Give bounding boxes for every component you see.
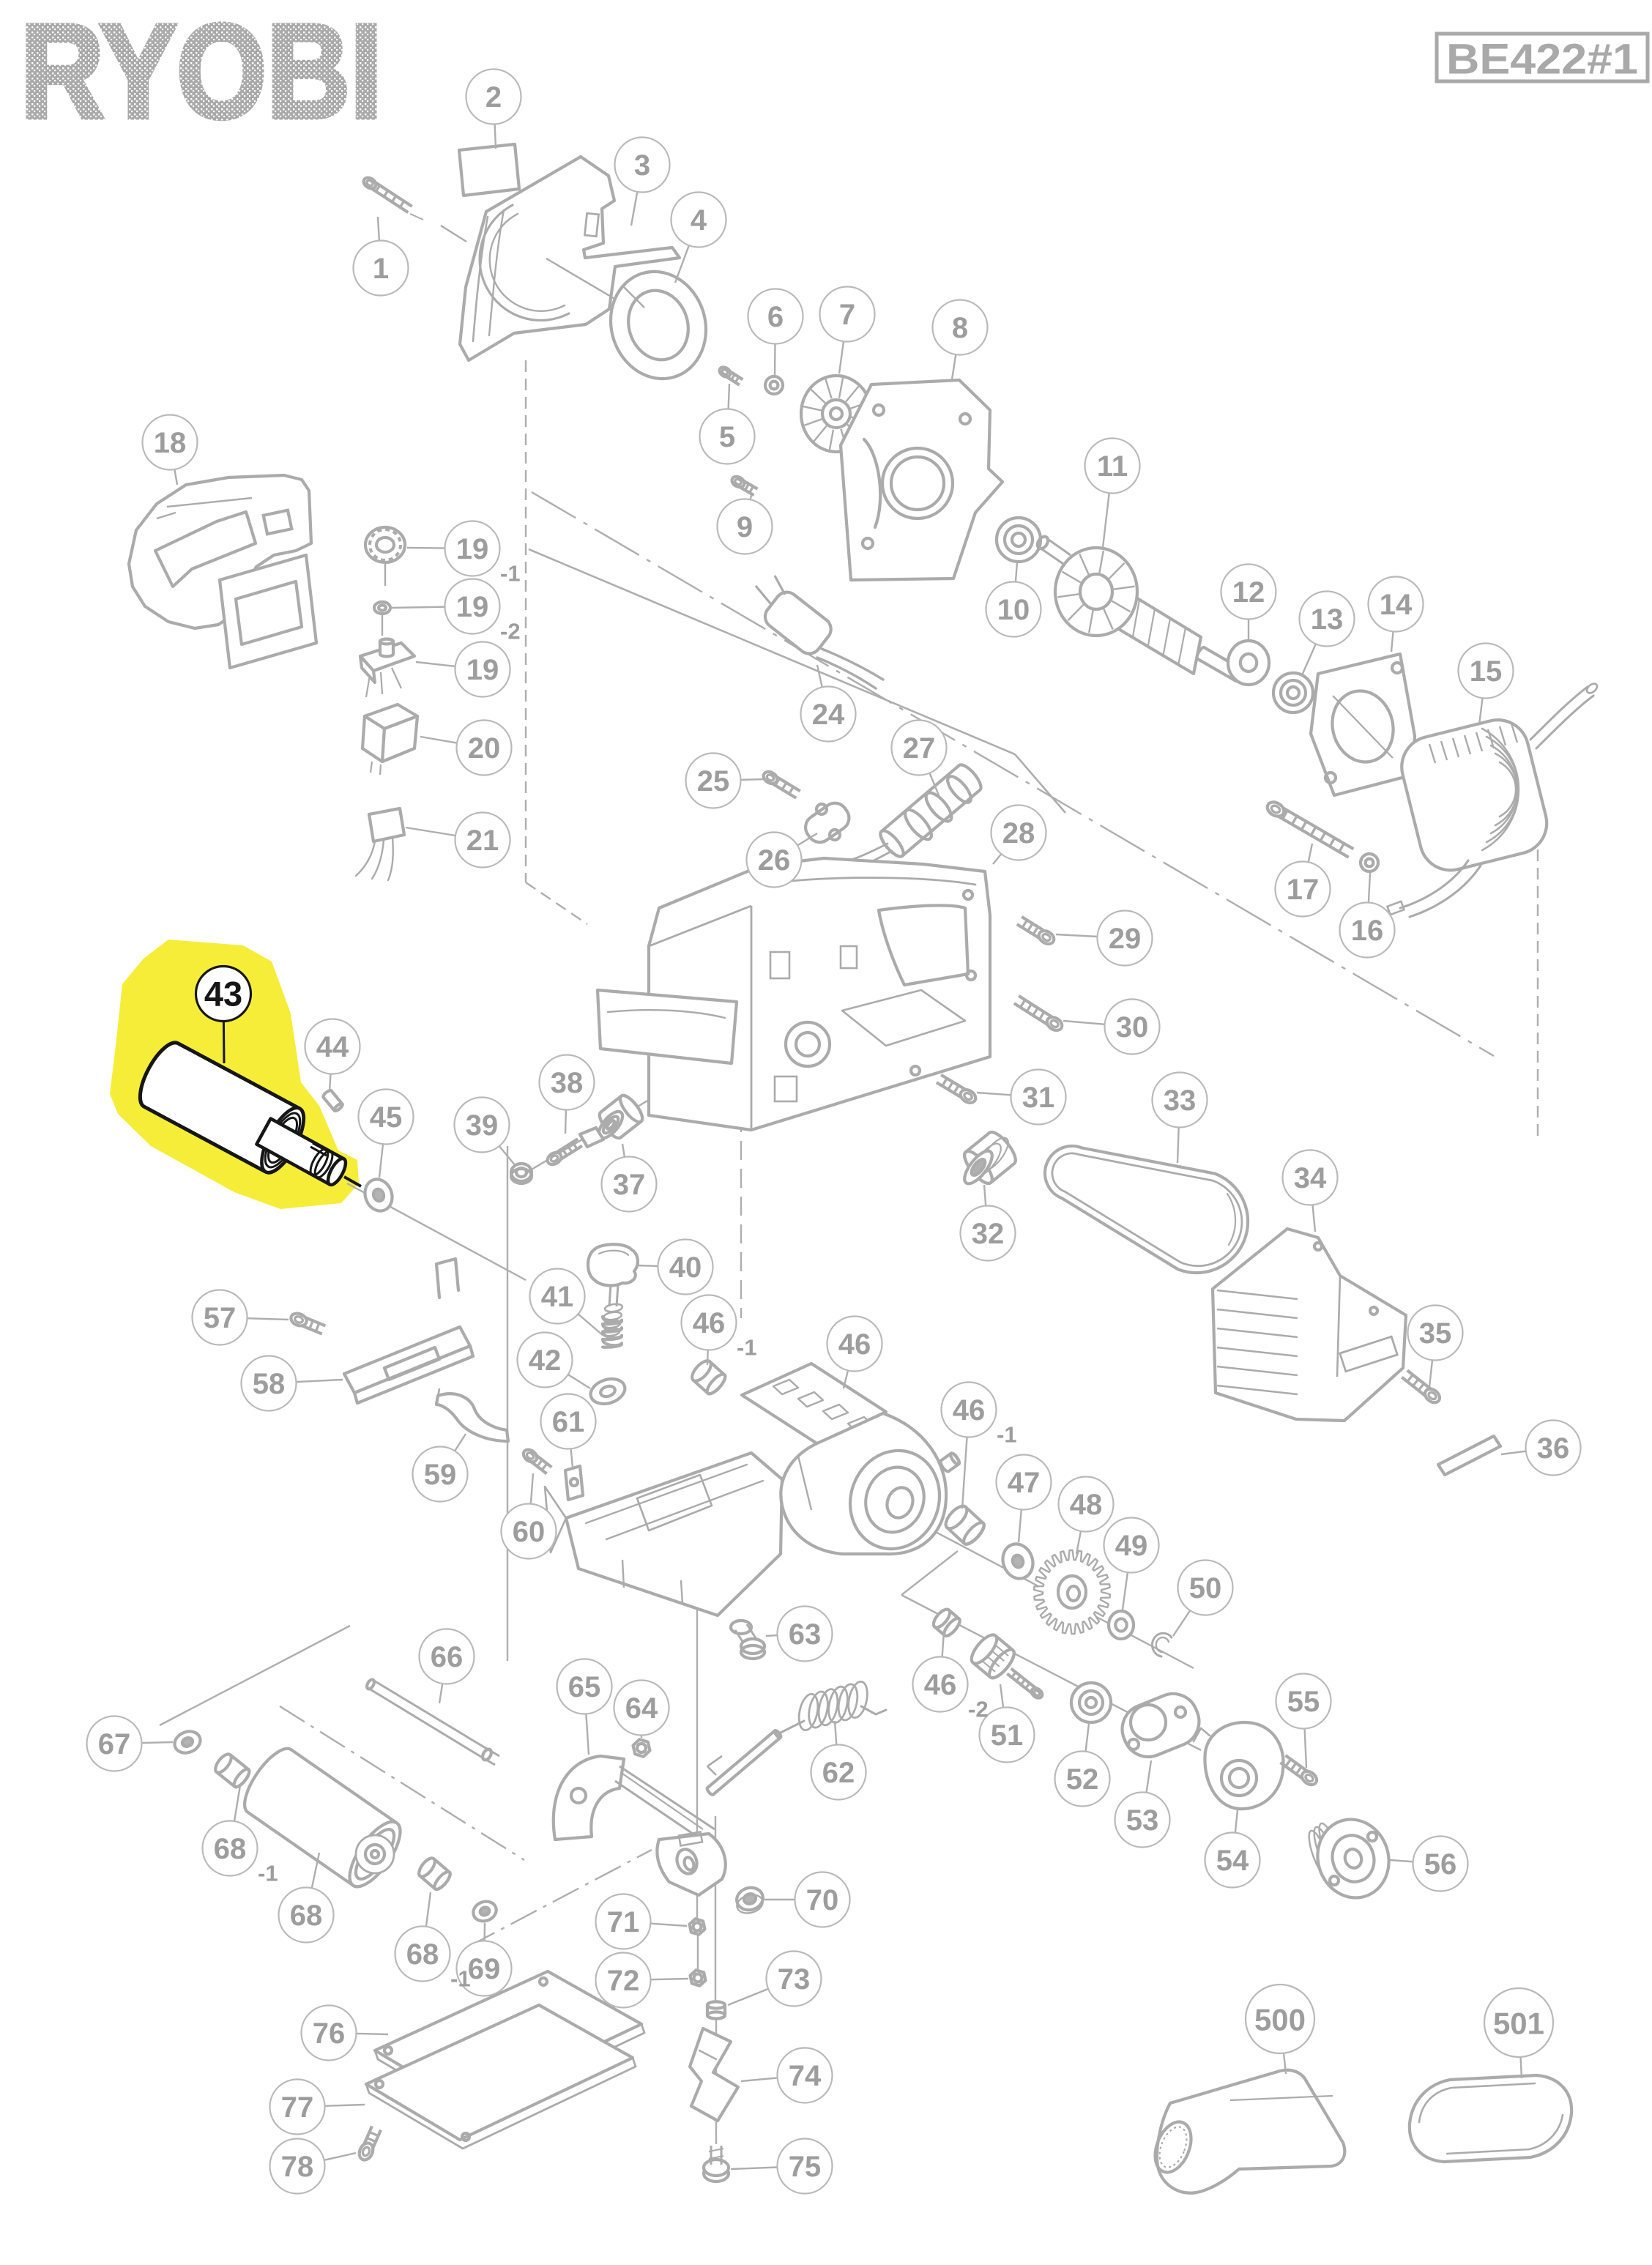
svg-text:3: 3 — [634, 149, 650, 182]
svg-text:41: 41 — [541, 1281, 574, 1313]
svg-text:46: 46 — [924, 1669, 957, 1701]
svg-text:47: 47 — [1008, 1467, 1041, 1499]
svg-text:33: 33 — [1164, 1085, 1197, 1117]
svg-text:13: 13 — [1311, 603, 1344, 636]
svg-text:46: 46 — [838, 1328, 871, 1361]
svg-text:16: 16 — [1351, 915, 1384, 947]
svg-text:45: 45 — [370, 1101, 403, 1134]
svg-text:-1: -1 — [737, 1335, 757, 1361]
svg-text:RYOBI: RYOBI — [21, 0, 382, 146]
svg-text:36: 36 — [1537, 1432, 1570, 1465]
svg-text:34: 34 — [1294, 1162, 1327, 1194]
svg-text:61: 61 — [552, 1406, 585, 1438]
svg-text:50: 50 — [1189, 1572, 1222, 1604]
svg-text:9: 9 — [737, 511, 753, 543]
svg-text:65: 65 — [568, 1671, 601, 1703]
svg-text:52: 52 — [1066, 1763, 1099, 1796]
svg-text:48: 48 — [1070, 1489, 1103, 1521]
svg-text:51: 51 — [991, 1719, 1024, 1752]
svg-text:67: 67 — [98, 1728, 131, 1760]
svg-text:42: 42 — [529, 1345, 562, 1377]
svg-text:12: 12 — [1232, 576, 1265, 609]
svg-text:37: 37 — [613, 1169, 646, 1201]
svg-text:64: 64 — [625, 1692, 658, 1725]
svg-text:11: 11 — [1097, 450, 1128, 483]
svg-text:-1: -1 — [500, 561, 521, 587]
svg-text:43: 43 — [204, 975, 242, 1014]
svg-text:25: 25 — [697, 765, 730, 797]
svg-text:20: 20 — [468, 732, 501, 765]
svg-text:59: 59 — [424, 1459, 457, 1491]
svg-text:14: 14 — [1380, 589, 1413, 621]
svg-text:69: 69 — [468, 1953, 501, 1985]
svg-text:-1: -1 — [997, 1422, 1017, 1448]
svg-text:27: 27 — [903, 732, 936, 765]
svg-text:19: 19 — [456, 533, 489, 565]
svg-text:8: 8 — [952, 312, 968, 344]
svg-text:21: 21 — [466, 825, 499, 857]
svg-text:73: 73 — [778, 1963, 811, 1996]
svg-text:49: 49 — [1115, 1530, 1148, 1562]
svg-text:19: 19 — [466, 654, 499, 686]
svg-text:46: 46 — [693, 1307, 726, 1339]
svg-text:24: 24 — [812, 699, 845, 731]
svg-text:57: 57 — [204, 1302, 237, 1334]
svg-text:-2: -2 — [968, 1697, 989, 1722]
svg-text:30: 30 — [1116, 1011, 1149, 1044]
svg-text:39: 39 — [466, 1109, 499, 1142]
svg-text:31: 31 — [1022, 1082, 1055, 1114]
svg-text:55: 55 — [1287, 1686, 1320, 1718]
svg-text:78: 78 — [281, 2151, 314, 2183]
svg-text:56: 56 — [1424, 1848, 1457, 1881]
svg-text:75: 75 — [789, 2151, 822, 2183]
svg-text:76: 76 — [313, 2017, 346, 2050]
svg-text:54: 54 — [1216, 1845, 1249, 1877]
svg-text:501: 501 — [1493, 2006, 1544, 2041]
svg-text:32: 32 — [972, 1218, 1005, 1250]
svg-text:5: 5 — [719, 421, 735, 453]
svg-text:1: 1 — [373, 253, 389, 285]
svg-text:44: 44 — [316, 1031, 349, 1063]
svg-text:15: 15 — [1470, 655, 1503, 688]
svg-text:29: 29 — [1109, 923, 1142, 955]
svg-text:2: 2 — [485, 81, 502, 114]
svg-text:-1: -1 — [258, 1861, 278, 1886]
svg-text:53: 53 — [1126, 1804, 1159, 1837]
svg-text:66: 66 — [431, 1641, 464, 1673]
svg-text:28: 28 — [1002, 817, 1035, 849]
svg-text:71: 71 — [607, 1906, 640, 1938]
svg-text:BE422#1: BE422#1 — [1446, 36, 1638, 83]
svg-text:63: 63 — [789, 1618, 822, 1651]
svg-text:40: 40 — [669, 1251, 702, 1284]
svg-text:18: 18 — [154, 427, 187, 459]
svg-text:19: 19 — [456, 591, 489, 623]
svg-text:74: 74 — [789, 2060, 822, 2092]
svg-text:46: 46 — [953, 1394, 986, 1427]
svg-text:68: 68 — [214, 1833, 247, 1865]
svg-text:17: 17 — [1287, 874, 1320, 906]
svg-text:-2: -2 — [500, 619, 521, 644]
svg-text:10: 10 — [997, 594, 1030, 626]
svg-text:6: 6 — [767, 301, 784, 333]
svg-text:26: 26 — [758, 844, 791, 877]
svg-text:68: 68 — [406, 1938, 439, 1971]
svg-text:500: 500 — [1254, 2003, 1306, 2037]
svg-text:72: 72 — [607, 1965, 640, 1997]
svg-text:58: 58 — [253, 1368, 286, 1400]
svg-text:68: 68 — [290, 1900, 323, 1932]
svg-text:38: 38 — [551, 1067, 584, 1099]
svg-text:4: 4 — [691, 204, 707, 237]
svg-text:60: 60 — [513, 1516, 546, 1548]
svg-text:62: 62 — [822, 1757, 855, 1789]
svg-text:35: 35 — [1419, 1317, 1452, 1350]
svg-text:77: 77 — [281, 2091, 314, 2124]
svg-text:7: 7 — [839, 299, 855, 331]
svg-text:70: 70 — [806, 1884, 839, 1916]
svg-text:-1: -1 — [450, 1966, 471, 1992]
